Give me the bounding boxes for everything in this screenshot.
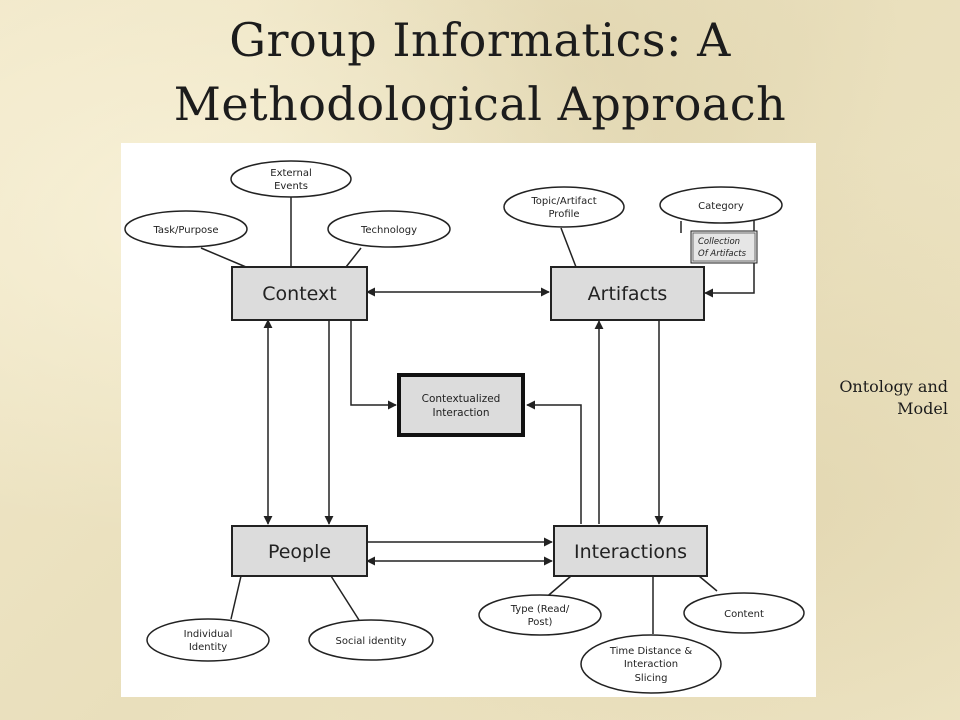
ellipse-task-purpose: Task/Purpose bbox=[124, 210, 248, 248]
individual-identity-line-1: Individual bbox=[184, 629, 233, 640]
connector-topic-profile bbox=[560, 227, 577, 268]
external-events-line-2: Events bbox=[274, 181, 308, 192]
connector-technology bbox=[345, 247, 362, 268]
slide-title-line-1: Group Informatics: A bbox=[229, 13, 731, 67]
connector-social-identity bbox=[330, 575, 360, 621]
content-label: Content bbox=[724, 609, 764, 620]
social-identity-label: Social identity bbox=[336, 636, 407, 647]
connector-task-purpose bbox=[200, 247, 247, 268]
ellipse-type-read-post: Type (Read/ Post) bbox=[478, 594, 602, 636]
connector-individual-identity bbox=[230, 575, 242, 620]
slide-title: Group Informatics: A Methodological Appr… bbox=[0, 8, 960, 136]
time-line-2: Interaction bbox=[624, 659, 678, 670]
time-line-1: Time Distance & bbox=[609, 646, 693, 657]
collection-line-1: Collection bbox=[698, 237, 740, 247]
time-line-3: Slicing bbox=[635, 673, 668, 684]
side-note-line-2: Model bbox=[897, 399, 948, 418]
box-artifacts: Artifacts bbox=[550, 266, 705, 321]
category-label: Category bbox=[698, 201, 744, 212]
ontology-diagram: Context Artifacts People Interactions Co… bbox=[121, 143, 816, 697]
side-note: Ontology and Model bbox=[808, 376, 948, 420]
ellipse-technology: Technology bbox=[327, 210, 451, 248]
connector-content bbox=[698, 575, 718, 592]
type-line-1: Type (Read/ bbox=[510, 604, 570, 615]
slide-title-line-2: Methodological Approach bbox=[173, 77, 787, 131]
box-people: People bbox=[231, 525, 368, 577]
box-context-label: Context bbox=[262, 283, 336, 305]
diagram-canvas: Context Artifacts People Interactions Co… bbox=[124, 160, 805, 694]
contextualized-label-line-2: Interaction bbox=[433, 407, 490, 419]
ellipse-individual-identity: Individual Identity bbox=[146, 618, 270, 662]
box-arrows bbox=[263, 220, 755, 566]
box-interactions-label: Interactions bbox=[574, 541, 687, 563]
collection-line-2: Of Artifacts bbox=[698, 249, 747, 259]
box-interactions: Interactions bbox=[553, 525, 708, 577]
technology-label: Technology bbox=[360, 225, 417, 236]
box-artifacts-label: Artifacts bbox=[588, 283, 668, 305]
box-contextualized-interaction: Contextualized Interaction bbox=[397, 373, 525, 437]
box-people-label: People bbox=[268, 541, 331, 563]
ellipse-connectors bbox=[200, 196, 718, 634]
box-context: Context bbox=[231, 266, 368, 321]
topic-profile-line-1: Topic/Artifact bbox=[530, 196, 596, 207]
topic-profile-line-2: Profile bbox=[548, 209, 579, 220]
arrow-context-contextualized bbox=[350, 320, 397, 410]
arrow-interactions-contextualized bbox=[526, 400, 582, 524]
ellipse-time-distance-slicing: Time Distance & Interaction Slicing bbox=[580, 634, 722, 694]
ellipse-social-identity: Social identity bbox=[308, 619, 434, 661]
ellipse-external-events: External Events bbox=[230, 160, 352, 198]
contextualized-label-line-1: Contextualized bbox=[422, 393, 501, 405]
individual-identity-line-2: Identity bbox=[189, 642, 227, 653]
ellipse-category: Category bbox=[659, 186, 783, 224]
side-note-line-1: Ontology and bbox=[839, 377, 948, 396]
external-events-line-1: External bbox=[270, 168, 312, 179]
task-purpose-label: Task/Purpose bbox=[152, 225, 218, 236]
ellipse-topic-artifact-profile: Topic/Artifact Profile bbox=[503, 186, 625, 228]
type-line-2: Post) bbox=[528, 617, 553, 628]
collection-of-artifacts: Collection Of Artifacts bbox=[690, 230, 758, 264]
ellipse-content: Content bbox=[683, 592, 805, 634]
